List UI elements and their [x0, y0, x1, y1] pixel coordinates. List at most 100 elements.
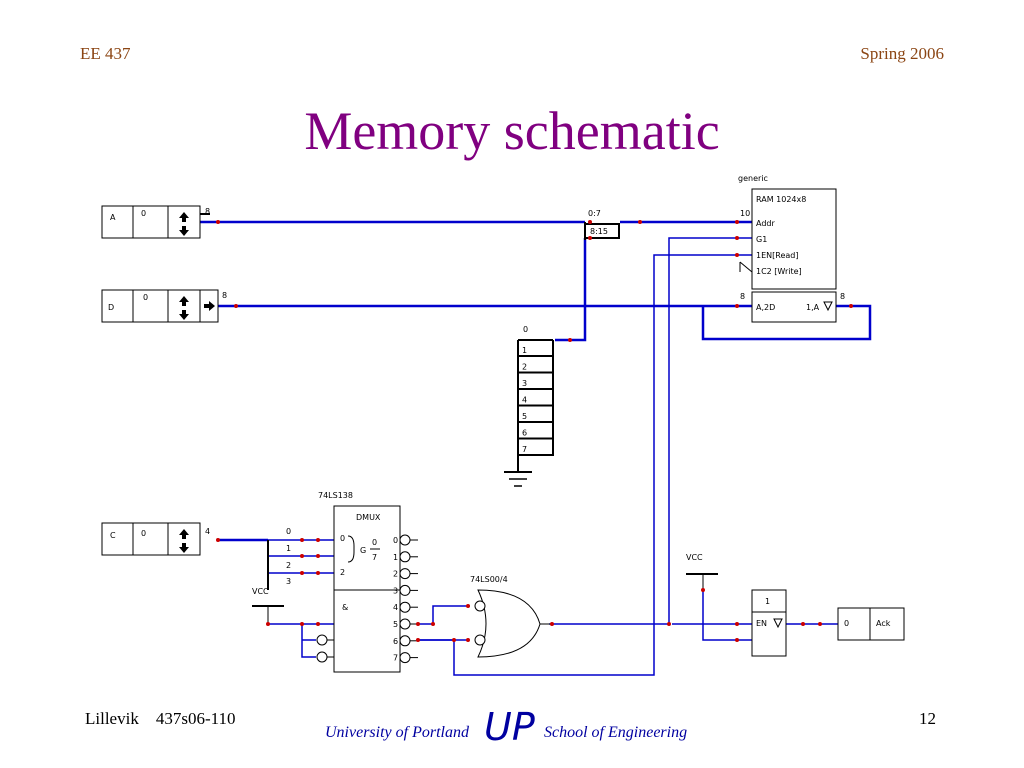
demux-output-label: 7 [393, 654, 398, 663]
vcc-left-label: VCC [252, 587, 269, 596]
ground-bus-index: 0 [523, 325, 528, 334]
logo-mark: UP [484, 705, 535, 749]
ram-name: RAM 1024x8 [756, 195, 806, 204]
down-arrow-icon[interactable] [179, 310, 189, 320]
up-arrow-icon[interactable] [179, 212, 189, 222]
c-bus-bit: 3 [286, 577, 291, 586]
ack-indicator: 0 Ack [837, 607, 905, 641]
c-bus-bit: 1 [286, 544, 291, 553]
ground-bus-bit: 7 [522, 445, 527, 454]
inversion-bubble [399, 584, 411, 596]
ground-bus-bit: 6 [522, 429, 527, 438]
nand-part-label: 74LS00/4 [470, 575, 508, 584]
footer-author: Lillevik [85, 709, 139, 728]
university-logo-icon: UP [484, 705, 535, 749]
c-bus-bit: 0 [286, 527, 291, 536]
ram-read-pin: 1EN[Read] [756, 251, 798, 260]
ground-bus-bit: 3 [522, 379, 527, 388]
inversion-bubble [399, 568, 411, 580]
demux-chip: 74LS138 DMUX 0 2 G 0 7 & 0 1 2 3 4 5 6 7 [316, 491, 418, 673]
c-bus-bit: 2 [286, 561, 291, 570]
inversion-bubble [399, 534, 411, 546]
slide-title: Memory schematic [304, 101, 720, 161]
switch-d-width: 8 [222, 291, 227, 300]
ram-write-pin: 1C2 [Write] [756, 267, 802, 276]
school-name: School of Engineering [544, 724, 688, 741]
switch-a[interactable]: A 0 8 [101, 205, 210, 239]
thin-blue-wires [268, 237, 838, 676]
inversion-bubble [399, 618, 411, 630]
ram-chip: generic RAM 1024x8 10 Addr G1 1EN[Read] … [738, 174, 845, 323]
demux-output-label: 4 [393, 603, 398, 612]
inversion-bubble [399, 652, 411, 664]
demux-enable: & [342, 603, 348, 612]
up-arrow-icon[interactable] [179, 296, 189, 306]
down-arrow-icon[interactable] [179, 226, 189, 236]
ground-bus-bit: 5 [522, 412, 527, 421]
university-name: University of Portland [325, 724, 469, 741]
page-number: 12 [919, 709, 936, 728]
clock-indicator-icon [739, 261, 753, 273]
junction-dots [216, 220, 853, 642]
tristate-icon [823, 301, 833, 312]
demux-in0: 0 [340, 534, 345, 543]
ram-din-pin: A,2D [756, 303, 775, 312]
demux-in2: 2 [340, 568, 345, 577]
inversion-bubble [399, 551, 411, 563]
ram-dout-pin: 1,A [806, 303, 820, 312]
course-label: EE 437 [80, 44, 131, 63]
memory-schematic: A 0 8 D 0 8 C 0 4 0:7 8:15 0 1 2 3 [101, 174, 905, 676]
split-low-label: 0:7 [588, 209, 601, 218]
tristate-icon [773, 618, 783, 629]
demux-output-label: 3 [393, 586, 398, 595]
inversion-bubble [399, 635, 411, 647]
ground-bus-bit: 2 [522, 363, 527, 372]
ground-bus-bit: 1 [522, 346, 527, 355]
buffer-top-label: 1 [765, 597, 770, 606]
switch-d[interactable]: D 0 8 [101, 289, 227, 323]
demux-range-bottom: 7 [372, 553, 377, 562]
demux-range-top: 0 [372, 538, 377, 547]
ram-din-width: 8 [740, 292, 745, 301]
footer-doc-id: 437s06-110 [155, 709, 236, 728]
right-arrow-icon[interactable] [204, 301, 215, 311]
bus-splitter: 0:7 8:15 [584, 209, 620, 239]
vcc-right-label: VCC [686, 553, 703, 562]
ground-bus: 0 1 2 3 4 5 6 7 [504, 325, 553, 487]
term-label: Spring 2006 [860, 44, 944, 63]
buffer-chip: 1 EN [751, 589, 787, 657]
demux-output-label: 0 [393, 536, 398, 545]
demux-output-label: 6 [393, 637, 398, 646]
switch-d-label: D [108, 303, 114, 312]
split-high-label: 8:15 [590, 227, 608, 236]
switch-c[interactable]: C 0 4 [101, 522, 210, 556]
nand-gate: 74LS00/4 [470, 575, 552, 658]
vcc-left: VCC [252, 587, 284, 624]
switch-c-label: C [110, 531, 116, 540]
switch-d-value: 0 [143, 293, 148, 302]
blue-wires [200, 220, 872, 542]
demux-output-label: 2 [393, 570, 398, 579]
switch-a-value: 0 [141, 209, 146, 218]
demux-output-label: 5 [393, 620, 398, 629]
up-arrow-icon[interactable] [179, 529, 189, 539]
switch-c-width: 4 [205, 527, 210, 536]
demux-title: DMUX [356, 513, 381, 522]
bracket-icon [347, 535, 355, 563]
ack-label: Ack [876, 619, 891, 628]
ground-bus-bit: 4 [522, 396, 527, 405]
ram-addr-width: 10 [740, 209, 750, 218]
ram-addr-pin: Addr [756, 219, 775, 228]
switch-c-value: 0 [141, 529, 146, 538]
ram-dout-width: 8 [840, 292, 845, 301]
demux-output-label: 1 [393, 553, 398, 562]
demux-g: G [360, 546, 366, 555]
ram-part-label: generic [738, 174, 768, 183]
buffer-en-label: EN [756, 619, 767, 628]
vcc-right: VCC [686, 553, 718, 592]
down-arrow-icon[interactable] [179, 543, 189, 553]
ram-g1-pin: G1 [756, 235, 767, 244]
footer-meta: Lillevik 437s06-110 [85, 709, 235, 729]
demux-part-label: 74LS138 [318, 491, 353, 500]
switch-a-width: 8 [205, 207, 210, 216]
